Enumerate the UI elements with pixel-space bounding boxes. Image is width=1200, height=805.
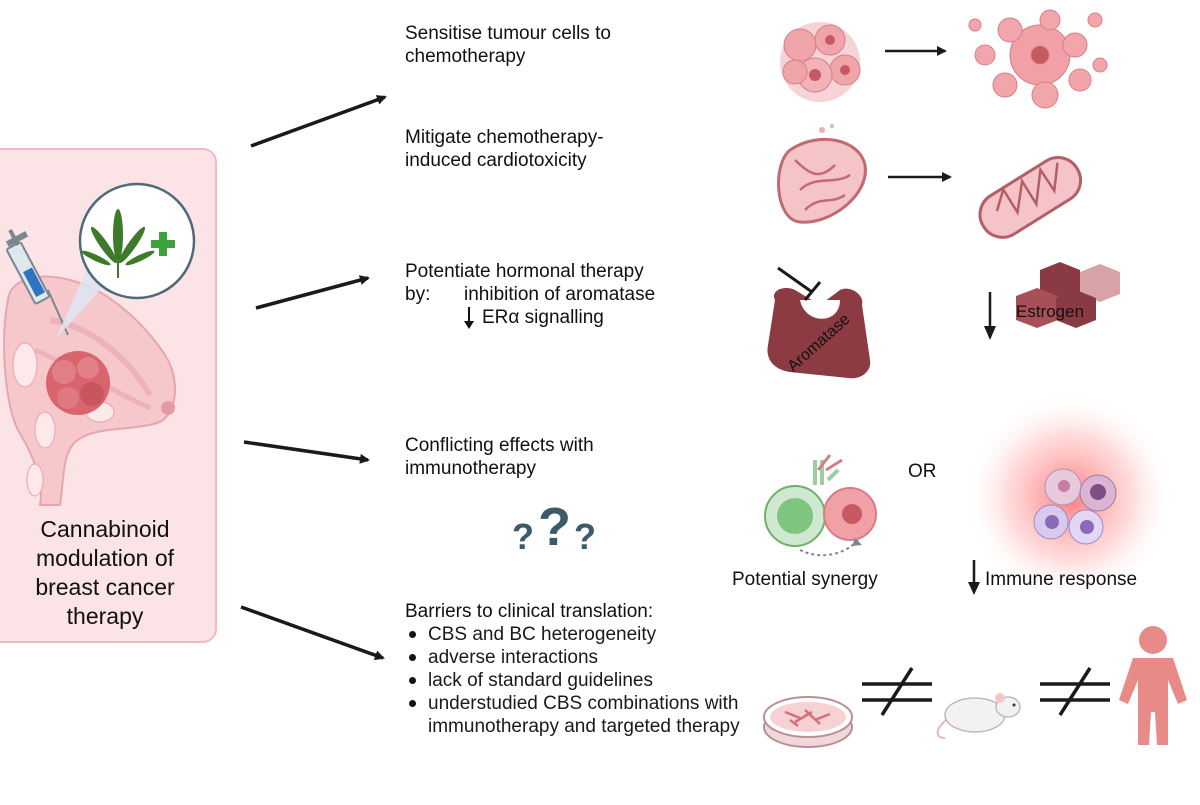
or-label: OR	[908, 461, 937, 482]
effect-cardiotoxicity: Mitigate chemotherapy- induced cardiotox…	[405, 126, 604, 172]
aromatase-icon: Aromatase	[767, 266, 871, 379]
immune-down-arrow-icon	[968, 560, 980, 595]
question-mark-1: ?	[512, 516, 534, 557]
question-mark-3: ?	[574, 516, 596, 557]
effect-barriers: Barriers to clinical translation: CBS an…	[405, 600, 760, 738]
question-marks-icon: ? ? ?	[512, 497, 612, 562]
effect-immuno-line-1: Conflicting effects with	[405, 435, 594, 456]
effect-sensitise-line-2: chemotherapy	[405, 46, 526, 67]
arrow-to-immuno	[243, 440, 370, 464]
barrier-item: adverse interactions	[405, 646, 760, 669]
syringe-icon	[5, 229, 69, 336]
arrow-to-hormonal	[255, 275, 370, 310]
potential-synergy-label: Potential synergy	[732, 569, 878, 590]
tumour-cell-cluster-icon	[780, 22, 861, 102]
human-icon	[1119, 626, 1187, 745]
arrow-to-sensitise	[250, 95, 387, 148]
barriers-list: CBS and BC heterogeneity adverse interac…	[405, 623, 760, 738]
immune-cells-icon	[965, 392, 1175, 602]
barriers-title: Barriers to clinical translation:	[405, 601, 654, 622]
plus-icon	[151, 232, 175, 256]
effect-cardio-line-2: induced cardiotoxicity	[405, 150, 587, 171]
effect-sensitise-line-1: Sensitise tumour cells to	[405, 23, 611, 44]
panel-title-line-2: modulation of	[35, 545, 175, 571]
apoptotic-cells-icon	[968, 9, 1108, 109]
panel-title-line-3: breast cancer	[35, 574, 175, 600]
effect-immuno-line-2: immunotherapy	[405, 458, 536, 479]
effect-hormonal-line-1: Potentiate hormonal therapy	[405, 261, 644, 282]
estrogen-down-arrow-icon	[984, 292, 996, 340]
barrier-item: understudied CBS combinations with immun…	[405, 692, 758, 738]
effect-sensitise: Sensitise tumour cells to chemotherapy	[405, 22, 611, 68]
breast-injection-illustration	[3, 182, 196, 506]
panel-title-line-4: therapy	[66, 603, 144, 629]
petri-dish-icon	[763, 696, 853, 748]
estrogen-label: Estrogen	[1016, 302, 1084, 321]
cannabis-icon	[78, 182, 196, 300]
immune-response-label: Immune response	[985, 569, 1137, 590]
mitochondrion-damaged-icon	[777, 124, 867, 224]
estrogen-molecule-icon: Estrogen	[1016, 262, 1120, 328]
effect-hormonal: Potentiate hormonal therapy by: inhibiti…	[405, 260, 725, 329]
panel-title: Cannabinoid modulation of breast cancer …	[0, 515, 210, 631]
effect-immunotherapy: Conflicting effects with immunotherapy	[405, 434, 594, 480]
barrier-item: CBS and BC heterogeneity	[405, 623, 760, 646]
tumour-icon	[46, 351, 110, 415]
question-mark-2: ?	[538, 497, 571, 557]
effect-hormonal-aromatase: inhibition of aromatase	[464, 284, 656, 305]
not-equal-icon-1	[862, 667, 932, 716]
immune-synergy-icon	[764, 454, 877, 557]
not-equal-icon-2	[1040, 667, 1110, 716]
down-arrow-icon	[464, 307, 474, 329]
mitochondrion-healthy-icon	[978, 156, 1083, 239]
effect-cardio-line-1: Mitigate chemotherapy-	[405, 127, 604, 148]
effect-hormonal-by: by:	[405, 284, 431, 305]
arrow-to-barriers	[240, 605, 385, 661]
barrier-item: lack of standard guidelines	[405, 669, 760, 692]
panel-title-line-1: Cannabinoid	[40, 516, 170, 542]
effect-hormonal-er-alpha: ERα signalling	[482, 307, 604, 328]
mouse-icon	[936, 693, 1021, 739]
